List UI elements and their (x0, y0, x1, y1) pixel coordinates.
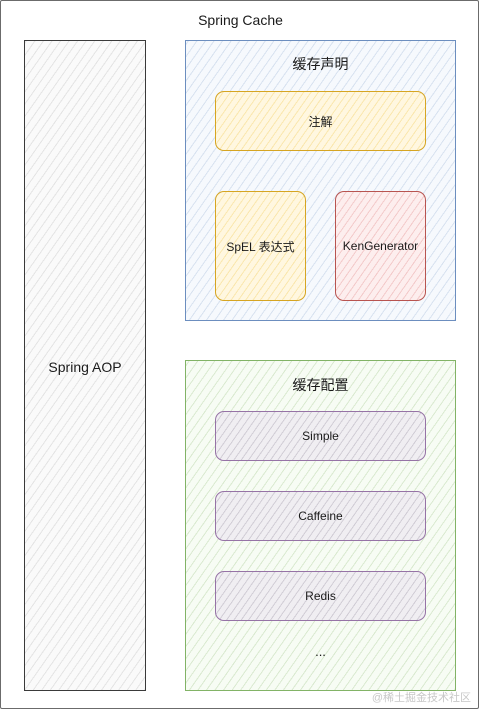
key-generator-label: KenGenerator (342, 239, 419, 253)
spel-node: SpEL 表达式 (215, 191, 306, 301)
config-item-label: Redis (305, 589, 336, 603)
config-item-label: Caffeine (298, 509, 343, 523)
spring-aop-box: Spring AOP (24, 40, 146, 691)
config-more-ellipsis: ... (315, 644, 326, 659)
spring-aop-label: Spring AOP (48, 359, 122, 375)
config-item-label: Simple (302, 429, 339, 443)
cache-declaration-title: 缓存声明 (292, 56, 349, 72)
config-item-caffeine: Caffeine (215, 491, 426, 541)
cache-config-title: 缓存配置 (292, 377, 349, 393)
diagram-title: Spring Cache (198, 12, 283, 28)
annotation-label: 注解 (308, 114, 333, 129)
config-item-redis: Redis (215, 571, 426, 621)
cache-declaration-group: 缓存声明 注解 SpEL 表达式 KenGenerator (185, 40, 456, 321)
key-generator-node: KenGenerator (335, 191, 426, 301)
watermark: @稀土掘金技术社区 (371, 692, 471, 704)
cache-config-group: 缓存配置 Simple Caffeine Redis (185, 360, 456, 691)
spel-label: SpEL 表达式 (226, 239, 295, 254)
annotation-node: 注解 (215, 91, 426, 151)
config-item-simple: Simple (215, 411, 426, 461)
